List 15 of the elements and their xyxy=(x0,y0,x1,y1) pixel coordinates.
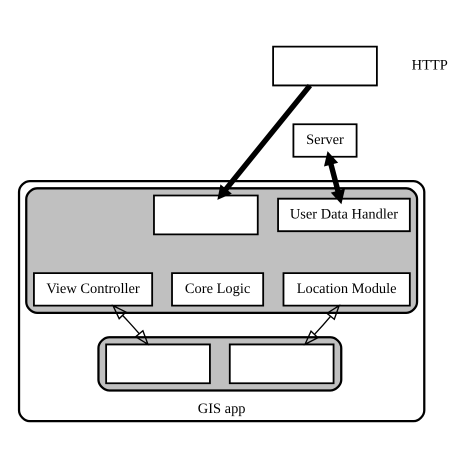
cluster xyxy=(97,336,342,392)
arrow xyxy=(304,304,340,346)
node-box xyxy=(272,45,378,86)
node-box: User Data Handler xyxy=(277,197,411,232)
node-box: View Controller xyxy=(33,272,154,306)
node-box: Server xyxy=(292,122,358,158)
node-box: Location Module xyxy=(282,272,411,306)
arrow xyxy=(324,150,345,204)
node-box xyxy=(153,194,259,235)
node-box: Core Logic xyxy=(171,272,264,306)
node-box xyxy=(105,343,211,384)
node-box xyxy=(228,343,334,384)
arrow xyxy=(217,83,312,200)
arrow xyxy=(112,304,150,346)
label: HTTP xyxy=(412,56,448,73)
